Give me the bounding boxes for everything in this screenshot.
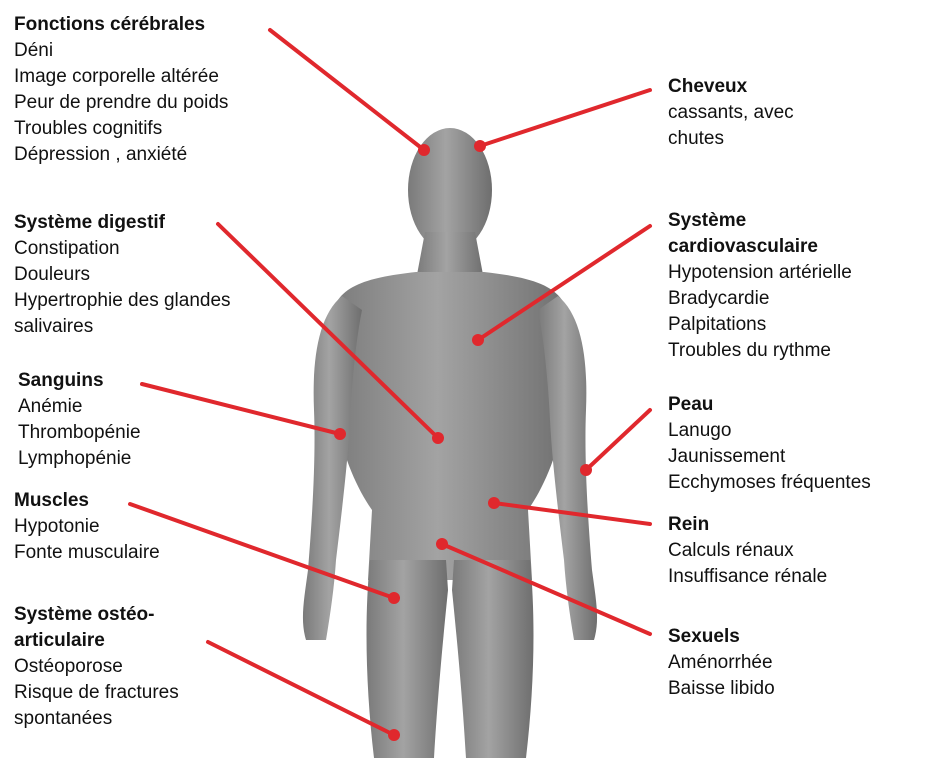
connector-dot-cerebral — [418, 144, 430, 156]
label-item: chutes — [668, 126, 794, 152]
connector-dot-cheveux — [474, 140, 486, 152]
label-item: Aménorrhée — [668, 650, 775, 676]
connector-line-sanguins — [142, 384, 340, 434]
label-item: salivaires — [14, 314, 231, 340]
label-rein: Rein Calculs rénaux Insuffisance rénale — [668, 512, 827, 590]
connector-line-peau — [586, 410, 650, 470]
label-item: Hypotonie — [14, 514, 160, 540]
label-item: Palpitations — [668, 312, 852, 338]
connector-dot-muscles — [388, 592, 400, 604]
label-item: Peur de prendre du poids — [14, 90, 228, 116]
human-body-silhouette — [303, 128, 597, 758]
label-muscles: Muscles Hypotonie Fonte musculaire — [14, 488, 160, 566]
label-item: Bradycardie — [668, 286, 852, 312]
label-systeme-digestif: Système digestif Constipation Douleurs H… — [14, 210, 231, 340]
label-peau: Peau Lanugo Jaunissement Ecchymoses fréq… — [668, 392, 871, 496]
label-item: Constipation — [14, 236, 231, 262]
label-item: Dépression , anxiété — [14, 142, 228, 168]
label-item: Hypotension artérielle — [668, 260, 852, 286]
label-sanguins: Sanguins Anémie Thrombopénie Lymphopénie — [18, 368, 141, 472]
label-title: Sexuels — [668, 624, 775, 650]
label-item: Hypertrophie des glandes — [14, 288, 231, 314]
label-title: Muscles — [14, 488, 160, 514]
label-item: Thrombopénie — [18, 420, 141, 446]
label-sexuels: Sexuels Aménorrhée Baisse libido — [668, 624, 775, 702]
label-fonctions-cerebrales: Fonctions cérébrales Déni Image corporel… — [14, 12, 228, 168]
connector-dot-digestif — [432, 432, 444, 444]
connector-line-cheveux — [480, 90, 650, 146]
connector-dot-rein — [488, 497, 500, 509]
label-item: Fonte musculaire — [14, 540, 160, 566]
connector-dot-peau — [580, 464, 592, 476]
label-title: cardiovasculaire — [668, 234, 852, 260]
connector-dot-osteo — [388, 729, 400, 741]
label-systeme-cardiovasculaire: Système cardiovasculaire Hypotension art… — [668, 208, 852, 364]
label-title: Système — [668, 208, 852, 234]
label-title: Peau — [668, 392, 871, 418]
connector-dot-sanguins — [334, 428, 346, 440]
label-title: Cheveux — [668, 74, 794, 100]
label-item: Insuffisance rénale — [668, 564, 827, 590]
label-item: Lanugo — [668, 418, 871, 444]
label-item: Troubles cognitifs — [14, 116, 228, 142]
label-item: spontanées — [14, 706, 179, 732]
label-item: Jaunissement — [668, 444, 871, 470]
label-item: cassants, avec — [668, 100, 794, 126]
label-cheveux: Cheveux cassants, avec chutes — [668, 74, 794, 152]
label-title: articulaire — [14, 628, 179, 654]
body-right-leg — [452, 560, 533, 758]
label-item: Douleurs — [14, 262, 231, 288]
label-item: Baisse libido — [668, 676, 775, 702]
connector-line-muscles — [130, 504, 394, 598]
connector-line-osteo — [208, 642, 394, 735]
label-title: Sanguins — [18, 368, 141, 394]
label-title: Rein — [668, 512, 827, 538]
label-title: Système ostéo- — [14, 602, 179, 628]
label-title: Fonctions cérébrales — [14, 12, 228, 38]
connector-dot-sexuels — [436, 538, 448, 550]
label-item: Image corporelle altérée — [14, 64, 228, 90]
label-item: Anémie — [18, 394, 141, 420]
connector-line-cerebral — [270, 30, 424, 150]
label-item: Ecchymoses fréquentes — [668, 470, 871, 496]
label-item: Déni — [14, 38, 228, 64]
label-item: Risque de fractures — [14, 680, 179, 706]
label-item: Calculs rénaux — [668, 538, 827, 564]
connector-dot-cardio — [472, 334, 484, 346]
body-torso — [329, 272, 572, 580]
label-item: Ostéoporose — [14, 654, 179, 680]
label-item: Troubles du rythme — [668, 338, 852, 364]
label-systeme-osteo-articulaire: Système ostéo- articulaire Ostéoporose R… — [14, 602, 179, 732]
label-item: Lymphopénie — [18, 446, 141, 472]
label-title: Système digestif — [14, 210, 231, 236]
